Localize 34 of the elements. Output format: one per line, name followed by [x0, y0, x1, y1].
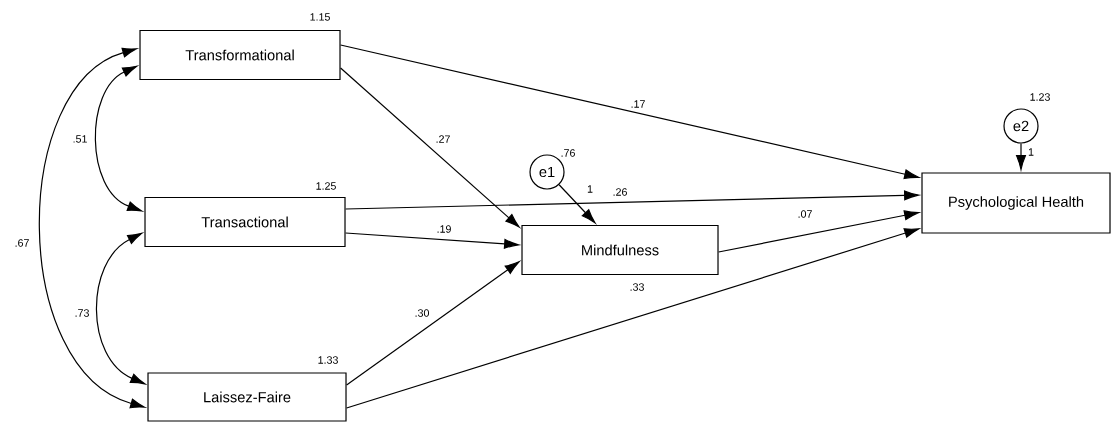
edge-label: 1	[585, 184, 595, 194]
variance-label: 1.33	[318, 356, 338, 364]
edge-label: .33	[628, 281, 646, 293]
variable-box: Transformational	[139, 29, 341, 81]
variance-label: 1.25	[316, 182, 336, 190]
edge-label: .73	[73, 307, 91, 319]
edge-label: .07	[796, 208, 814, 220]
variable-box: Transactional	[144, 196, 346, 248]
correlation-arrow	[95, 232, 146, 385]
edge-label: .26	[611, 186, 629, 198]
correlation-arrow	[38, 47, 146, 409]
edge-label: 1	[1026, 147, 1036, 157]
path-arrow	[345, 232, 520, 249]
edge-label: .67	[13, 237, 31, 249]
correlation-arrow	[94, 65, 143, 212]
edge-label: .30	[413, 307, 431, 319]
variance-label: .76	[561, 149, 575, 157]
edge-label: .17	[629, 99, 647, 109]
path-arrow	[340, 67, 520, 228]
variance-label: 1.23	[1030, 93, 1050, 101]
path-arrow	[1016, 143, 1026, 170]
variable-box: Psychological Health	[921, 172, 1111, 234]
path-arrow	[346, 228, 920, 409]
path-arrow	[346, 261, 520, 386]
edge-label: .27	[434, 133, 452, 145]
edge-label: .19	[435, 223, 453, 235]
path-arrow	[340, 44, 920, 180]
edge-label: .51	[71, 133, 89, 145]
variable-box: Laissez-Faire	[147, 372, 347, 422]
path-arrow	[558, 184, 596, 224]
variable-box: Mindfulness	[521, 224, 719, 276]
path-arrow	[345, 190, 919, 210]
path-arrow	[718, 210, 920, 253]
variance-label: 1.15	[310, 13, 330, 21]
